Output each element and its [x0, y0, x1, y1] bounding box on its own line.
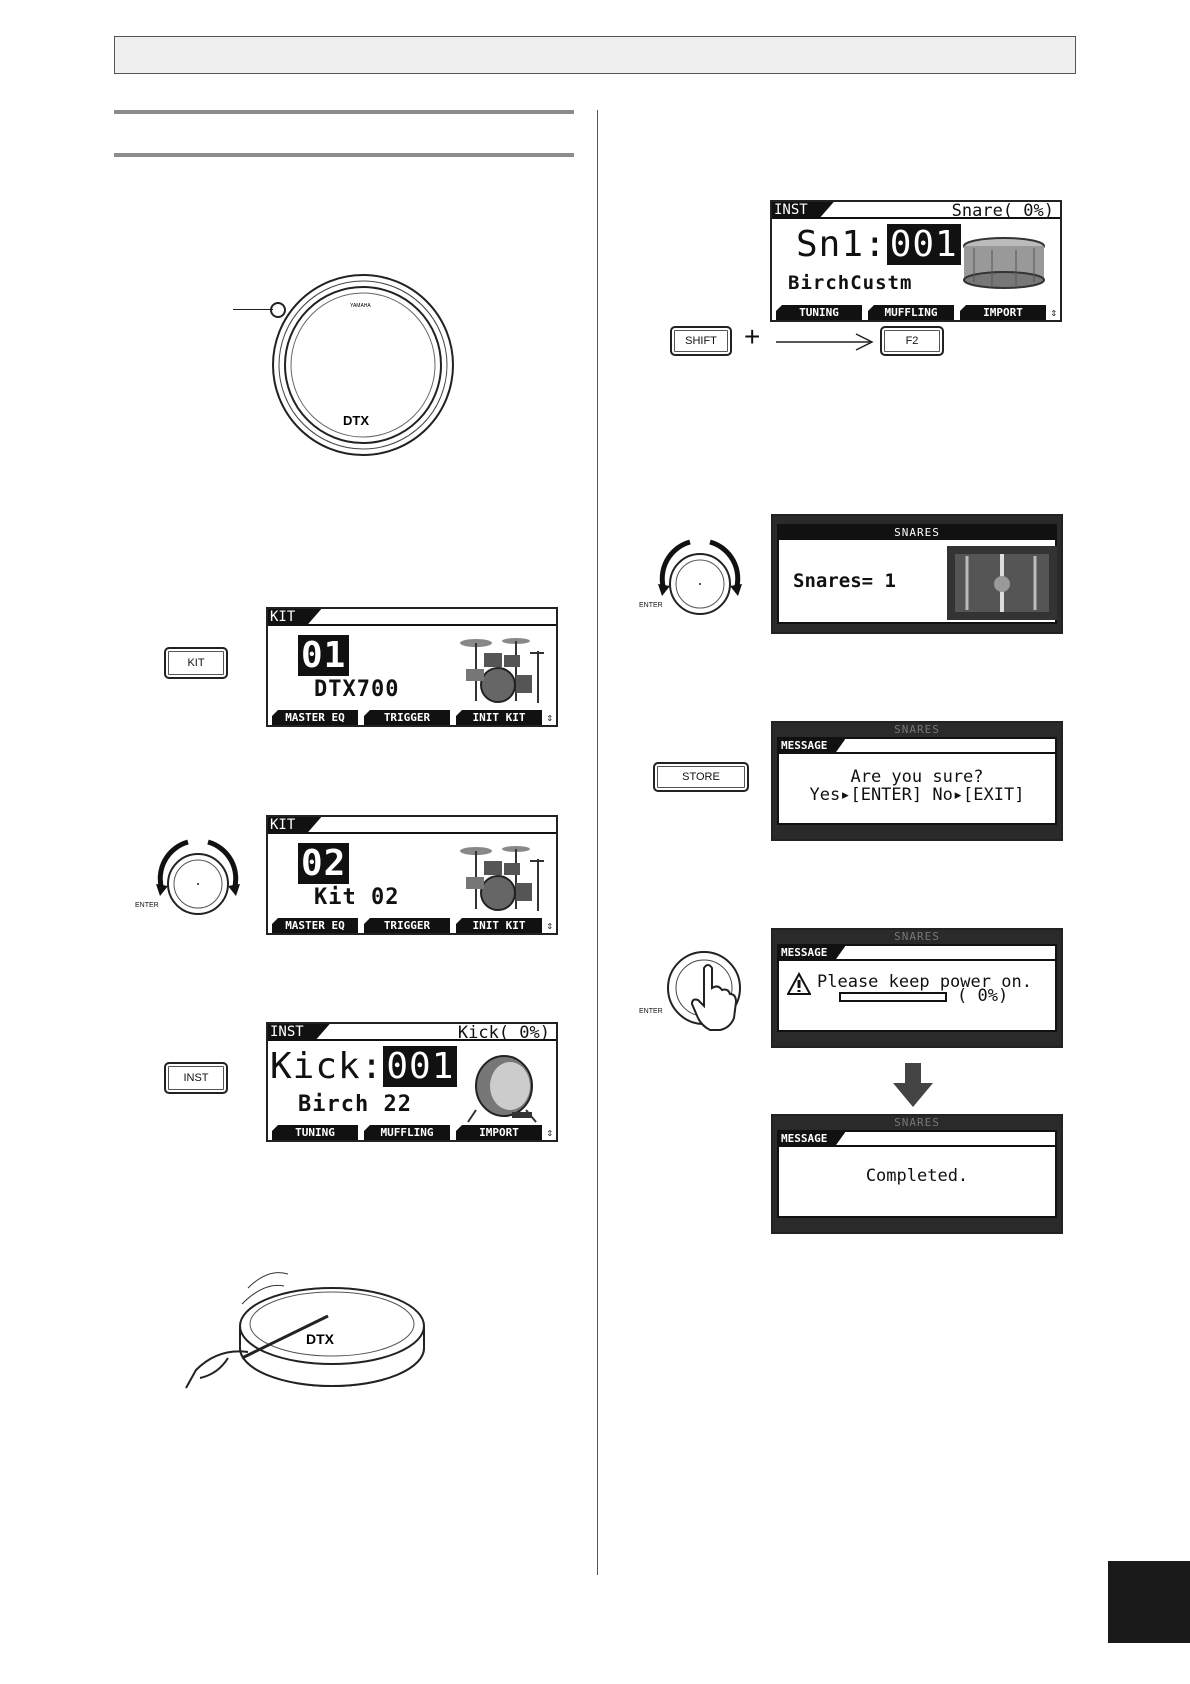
section-rule-top	[114, 110, 574, 114]
enter-label: ENTER	[639, 602, 663, 609]
fbutton-muffling: MUFFLING	[868, 305, 954, 320]
ghost-title: SNARES	[894, 930, 940, 943]
fbutton-import: IMPORT	[456, 1125, 542, 1140]
lcd-snares-screen: SNARES Snares= 1	[771, 514, 1063, 634]
f2-button[interactable]: F2	[880, 326, 944, 356]
confirm-options: Yes▸[ENTER] No▸[EXIT]	[809, 785, 1025, 805]
arrow-right-icon	[776, 333, 874, 351]
inst-status: Kick( 0%)	[457, 1023, 550, 1043]
press-enter-icon	[667, 951, 741, 1031]
progress-percent: ( 0%)	[957, 986, 1009, 1006]
message-tag: MESSAGE	[779, 739, 845, 753]
kit-name: Kit 02	[314, 885, 400, 910]
inst-number: 001	[886, 224, 961, 265]
pad-hit-illustration: DTX	[178, 1248, 428, 1403]
fbutton-trigger: TRIGGER	[364, 710, 450, 725]
arrow-down-icon	[893, 1063, 933, 1107]
lcd-tab: INST	[268, 1024, 330, 1040]
page-header-bar	[114, 36, 1076, 74]
message-tag: MESSAGE	[779, 1132, 845, 1146]
kit-name: DTX700	[314, 677, 400, 702]
lcd-confirm-dialog: SNARES MESSAGE Are you sure? Yes▸[ENTER]…	[771, 721, 1063, 841]
lcd-inst-snare-screen: INST Snare( 0%) Sn1:001 BirchCustm TUNIN…	[770, 200, 1062, 322]
lcd-progress-dialog: SNARES MESSAGE Please keep power on. ( 0…	[771, 928, 1063, 1048]
enter-press-illustration[interactable]	[664, 948, 754, 1034]
ghost-title: SNARES	[894, 723, 940, 736]
column-divider	[597, 110, 598, 1575]
progress-message: Please keep power on.	[817, 972, 1032, 992]
fbutton-init-kit: INIT KIT	[456, 710, 542, 725]
fbutton-muffling: MUFFLING	[364, 1125, 450, 1140]
scroll-icon: ⇕	[1050, 306, 1057, 319]
snares-title: SNARES	[779, 526, 1055, 540]
snare-drum-icon	[963, 237, 1045, 289]
pad-brand: YAMAHA	[350, 303, 371, 309]
kit-number: 01	[298, 635, 350, 676]
pad-strike-icon: DTX	[185, 1272, 425, 1389]
scroll-icon: ⇕	[546, 919, 553, 932]
callout-line	[233, 309, 273, 310]
pad-logo: DTX	[306, 1331, 335, 1347]
inst-name: BirchCustm	[788, 272, 913, 294]
scroll-icon: ⇕	[546, 711, 553, 724]
store-button[interactable]: STORE	[653, 762, 749, 792]
lcd-kit-screen-1: KIT 01 DTX700 MASTER EQ TRIGGER INIT KIT…	[266, 607, 558, 727]
inst-prefix: Sn1:	[796, 224, 887, 265]
pad-logo: DTX	[343, 413, 369, 428]
scroll-icon: ⇕	[546, 1126, 553, 1139]
inst-number: 001	[383, 1046, 458, 1087]
snare-photo-icon	[947, 546, 1057, 620]
drum-kit-icon	[460, 638, 544, 703]
fbutton-init-kit: INIT KIT	[456, 918, 542, 933]
inst-button[interactable]: INST	[164, 1062, 228, 1094]
plus-sign: +	[744, 321, 761, 352]
confirm-question: Are you sure?	[850, 767, 984, 787]
bass-drum-icon	[467, 1055, 537, 1123]
data-dial[interactable]	[650, 528, 750, 628]
completed-message: Completed.	[865, 1166, 969, 1186]
inst-prefix: Kick:	[270, 1046, 384, 1087]
snares-value: Snares= 1	[793, 570, 896, 592]
shift-button[interactable]: SHIFT	[670, 326, 732, 356]
kit-number: 02	[298, 843, 350, 884]
lcd-kit-screen-2: KIT 02 Kit 02 MASTER EQ TRIGGER INIT KIT…	[266, 815, 558, 935]
lcd-tab: KIT	[268, 609, 321, 625]
drum-pad-icon: YAMAHA DTX	[270, 274, 454, 456]
inst-status: Snare( 0%)	[951, 201, 1054, 221]
fbutton-tuning: TUNING	[776, 305, 862, 320]
fbutton-import: IMPORT	[960, 305, 1046, 320]
enter-label: ENTER	[639, 1008, 663, 1015]
lcd-tab: KIT	[268, 817, 321, 833]
progress-bar	[839, 992, 947, 1002]
fbutton-master-eq: MASTER EQ	[272, 710, 358, 725]
lcd-completed-dialog: SNARES MESSAGE Completed.	[771, 1114, 1063, 1234]
fbutton-tuning: TUNING	[272, 1125, 358, 1140]
inst-name: Birch 22	[298, 1092, 412, 1117]
message-tag: MESSAGE	[779, 946, 845, 960]
ghost-title: SNARES	[894, 1116, 940, 1129]
fbutton-trigger: TRIGGER	[364, 918, 450, 933]
fbutton-master-eq: MASTER EQ	[272, 918, 358, 933]
drum-kit-icon	[460, 846, 544, 911]
page-tab-marker	[1108, 1561, 1190, 1643]
rotary-dial-icon	[156, 839, 240, 915]
pad-illustration: YAMAHA DTX	[268, 270, 458, 460]
lcd-tab: INST	[772, 202, 834, 218]
rotary-dial-icon	[658, 539, 742, 615]
kit-button[interactable]: KIT	[164, 647, 228, 679]
lcd-inst-kick-screen: INST Kick( 0%) Kick:001 Birch 22 TUNING …	[266, 1022, 558, 1142]
section-rule-bottom	[114, 153, 574, 157]
warning-icon	[787, 972, 811, 995]
data-dial[interactable]	[148, 828, 248, 928]
enter-label: ENTER	[135, 902, 159, 909]
